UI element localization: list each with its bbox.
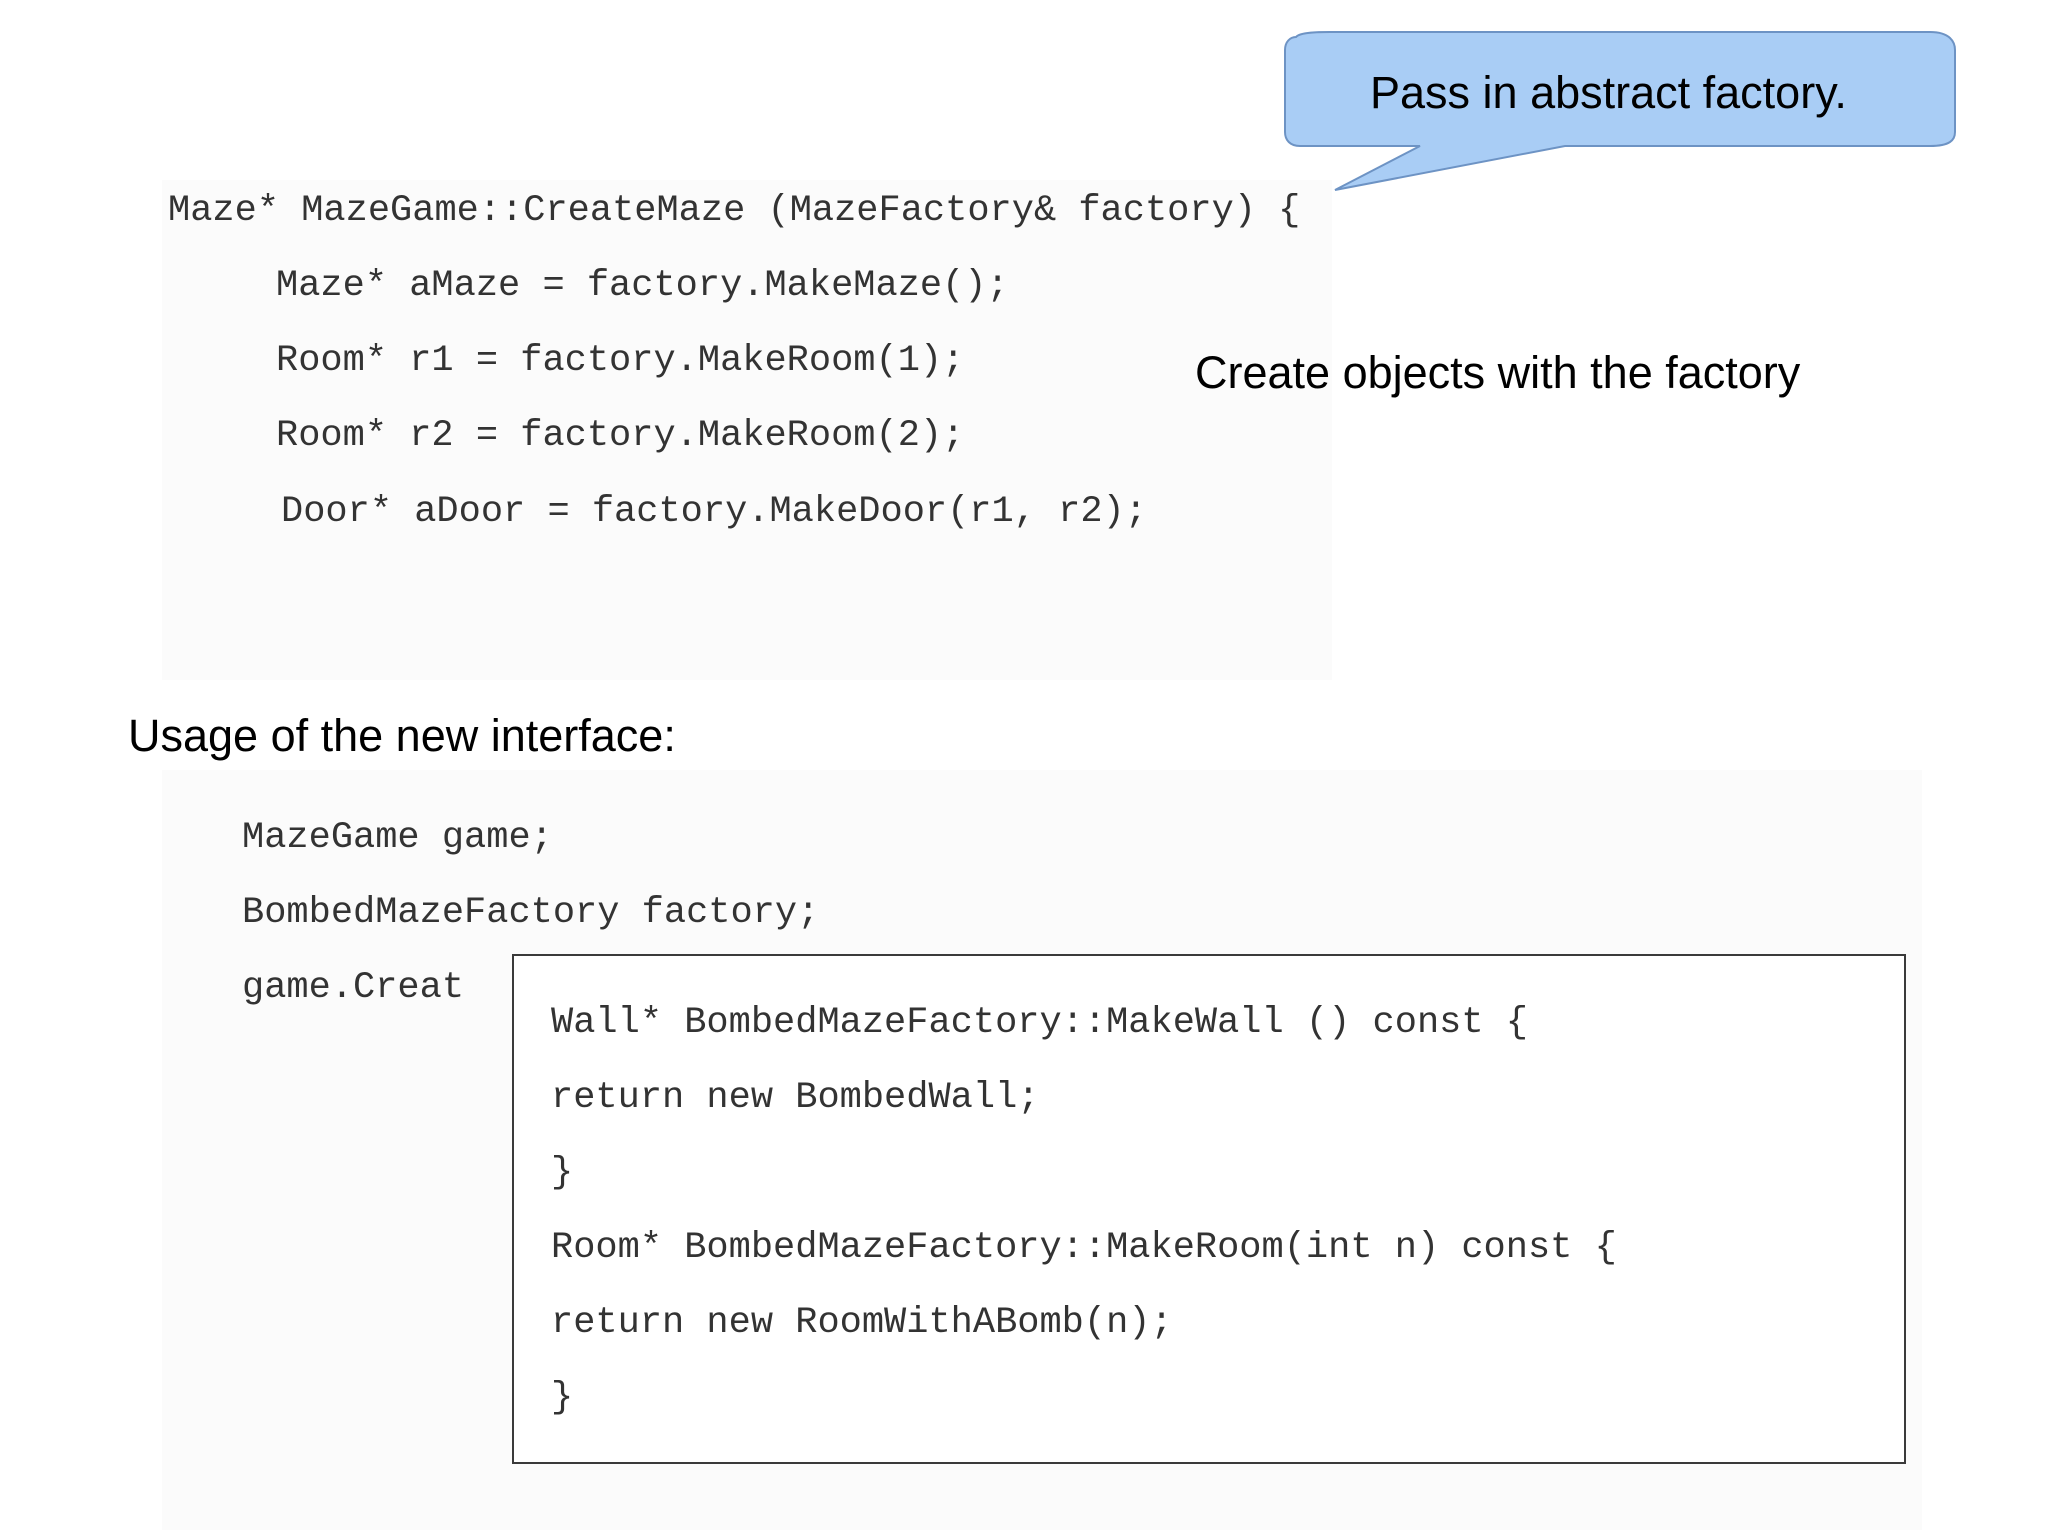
factory-annotation: Create objects with the factory [1195, 347, 1801, 398]
bombed-factory-code-box: Wall* BombedMazeFactory::MakeWall () con… [512, 954, 1906, 1464]
code-line: BombedMazeFactory factory; [242, 892, 820, 934]
code-line: Door* aDoor = factory.MakeDoor(r1, r2); [281, 491, 1147, 533]
code-line: game.Creat [242, 967, 465, 1009]
code-line: return new BombedWall; [551, 1077, 1040, 1119]
code-line: MazeGame game; [242, 817, 553, 859]
code-line: Maze* aMaze = factory.MakeMaze(); [276, 265, 1009, 307]
code-line: return new RoomWithABomb(n); [551, 1302, 1173, 1344]
usage-heading: Usage of the new interface: [128, 710, 676, 761]
code-line: Maze* MazeGame::CreateMaze (MazeFactory&… [168, 190, 1301, 232]
callout-text: Pass in abstract factory. [1370, 67, 1847, 118]
code-line: Room* r2 = factory.MakeRoom(2); [276, 415, 965, 457]
code-line: } [551, 1152, 574, 1194]
code-line: Wall* BombedMazeFactory::MakeWall () con… [551, 1002, 1528, 1044]
code-line: Room* BombedMazeFactory::MakeRoom(int n)… [551, 1227, 1617, 1269]
code-line: } [551, 1377, 574, 1419]
create-maze-code-background [162, 180, 1332, 680]
code-line: Room* r1 = factory.MakeRoom(1); [276, 340, 965, 382]
